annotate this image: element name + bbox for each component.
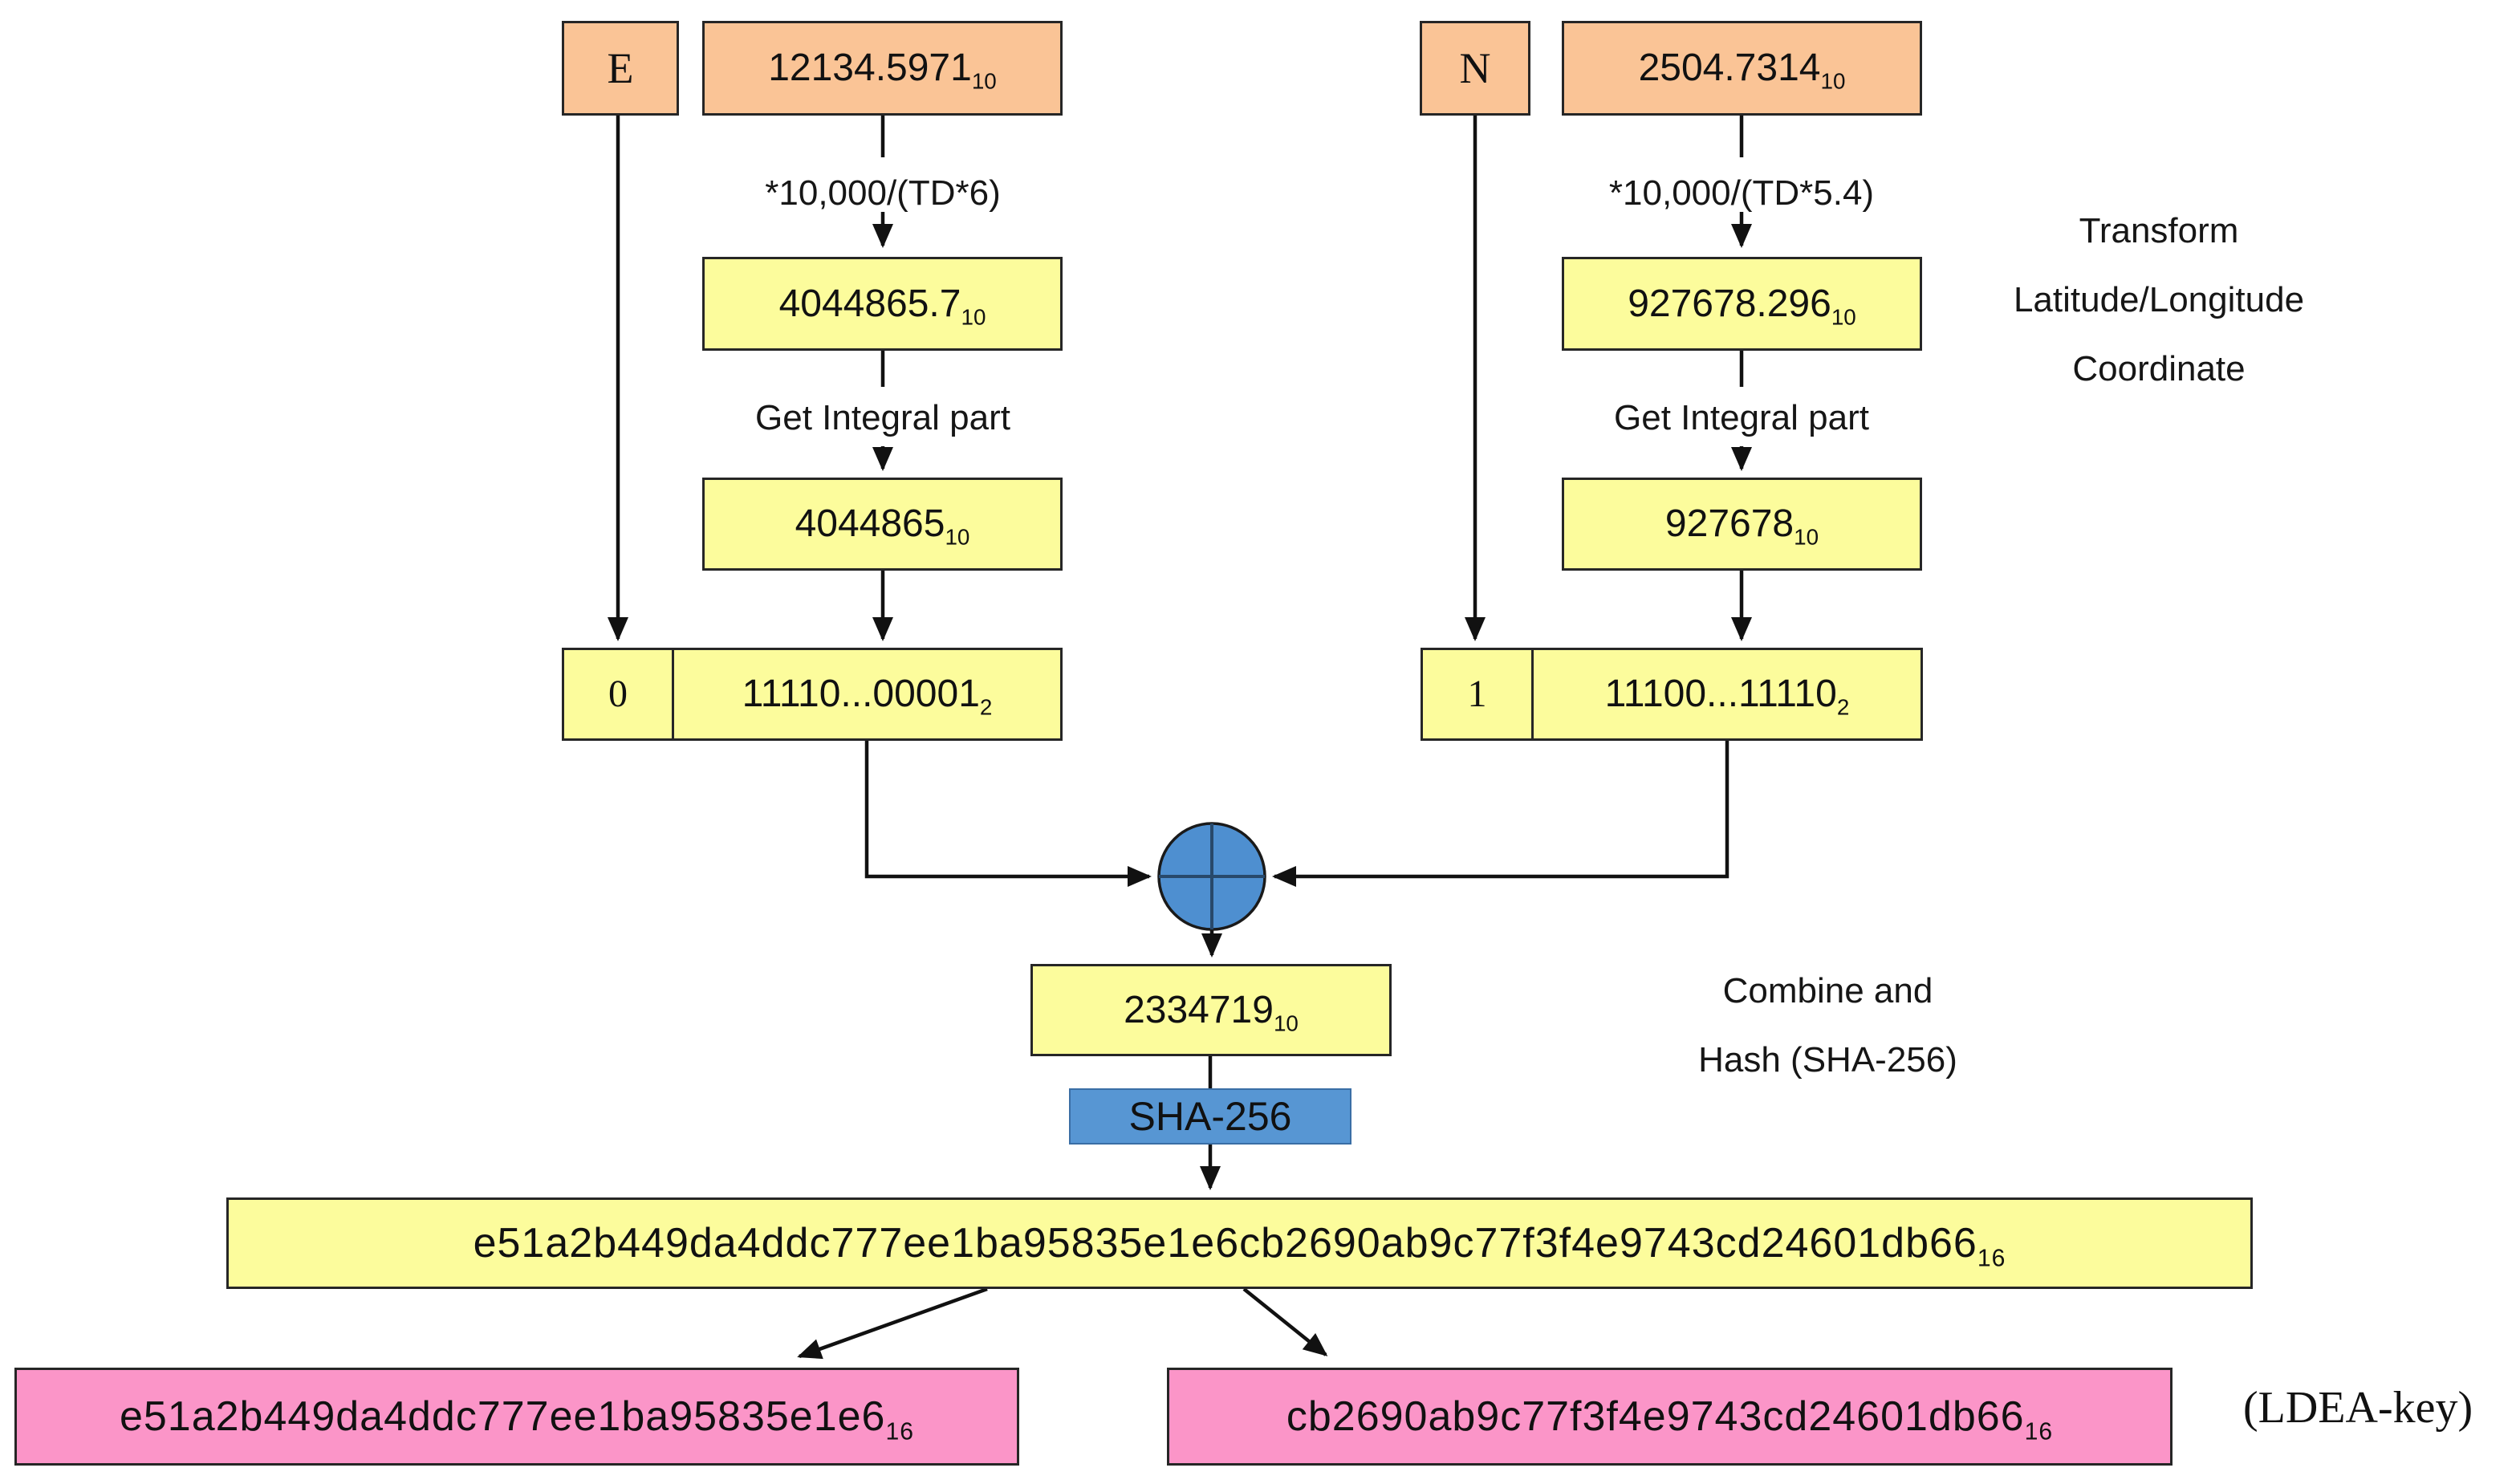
digest-value: e51a2b449da4ddc777ee1ba95835e1e6cb2690ab…	[473, 1220, 2006, 1272]
transform-stage-label: Transform Latitude/Longitude Coordinate	[2013, 211, 2305, 388]
ldea-key-label: (LDEA-key)	[2243, 1383, 2473, 1433]
east-scaled-value: 4044865.710	[778, 282, 986, 330]
north-input-value: 2504.731410	[1638, 47, 1846, 94]
connector-digest-to-right-key	[1242, 1287, 1328, 1356]
east-input-value: 12134.597110	[768, 47, 997, 94]
sha256-box: SHA-256	[1069, 1088, 1351, 1145]
east-flag-box: E	[562, 21, 679, 116]
xor-cross-icon	[1159, 823, 1265, 929]
sha256-label: SHA-256	[1128, 1094, 1292, 1139]
north-scaled-box: 927678.29610	[1562, 257, 1922, 351]
xor-combine-node	[1157, 822, 1266, 931]
east-bit-cell: 0	[564, 650, 674, 738]
east-bit-value: 0	[608, 673, 628, 715]
east-integral-label: Get Integral part	[755, 398, 1010, 437]
east-integral-box: 404486510	[702, 478, 1063, 571]
combined-value-box: 233471910	[1030, 964, 1392, 1056]
digest-box: e51a2b449da4ddc777ee1ba95835e1e6cb2690ab…	[226, 1197, 2253, 1289]
east-binary-cell: 11110...000012	[674, 650, 1060, 738]
east-integral-value: 404486510	[795, 502, 970, 550]
east-input-box: 12134.597110	[702, 21, 1063, 116]
ldea-key-right-box: cb2690ab9c77f3f4e9743cd24601db6616	[1167, 1368, 2172, 1466]
north-formula-label: *10,000/(TD*5.4)	[1608, 173, 1875, 213]
north-bit-value: 1	[1467, 673, 1487, 715]
north-binary-value: 11100...111102	[1604, 673, 1850, 720]
ldea-key-left-value: e51a2b449da4ddc777ee1ba95835e1e616	[119, 1393, 915, 1445]
north-flag-label: N	[1459, 44, 1491, 92]
east-binary-value: 11110...000012	[742, 673, 993, 720]
north-binary-box: 1 11100...111102	[1421, 648, 1923, 741]
north-flag-box: N	[1420, 21, 1530, 116]
north-integral-label: Get Integral part	[1614, 398, 1869, 437]
north-input-box: 2504.731410	[1562, 21, 1922, 116]
ldea-key-right-value: cb2690ab9c77f3f4e9743cd24601db6616	[1286, 1393, 2054, 1445]
north-binary-cell: 11100...111102	[1534, 650, 1920, 738]
east-binary-box: 0 11110...000012	[562, 648, 1063, 741]
combine-stage-label: Combine and Hash (SHA-256)	[1698, 971, 1957, 1080]
connector-e-binary-to-xor	[864, 741, 1152, 887]
connector-n-binary-to-xor	[1272, 741, 1729, 887]
connector-digest-to-left-key	[797, 1287, 988, 1360]
north-integral-box: 92767810	[1562, 478, 1922, 571]
ldea-key-left-box: e51a2b449da4ddc777ee1ba95835e1e616	[14, 1368, 1019, 1466]
east-flag-label: E	[607, 44, 634, 92]
combined-value: 233471910	[1124, 988, 1299, 1036]
north-scaled-value: 927678.29610	[1628, 282, 1856, 330]
north-bit-cell: 1	[1423, 650, 1534, 738]
north-integral-value: 92767810	[1664, 502, 1819, 550]
east-formula-label: *10,000/(TD*6)	[765, 173, 1001, 213]
east-scaled-box: 4044865.710	[702, 257, 1063, 351]
